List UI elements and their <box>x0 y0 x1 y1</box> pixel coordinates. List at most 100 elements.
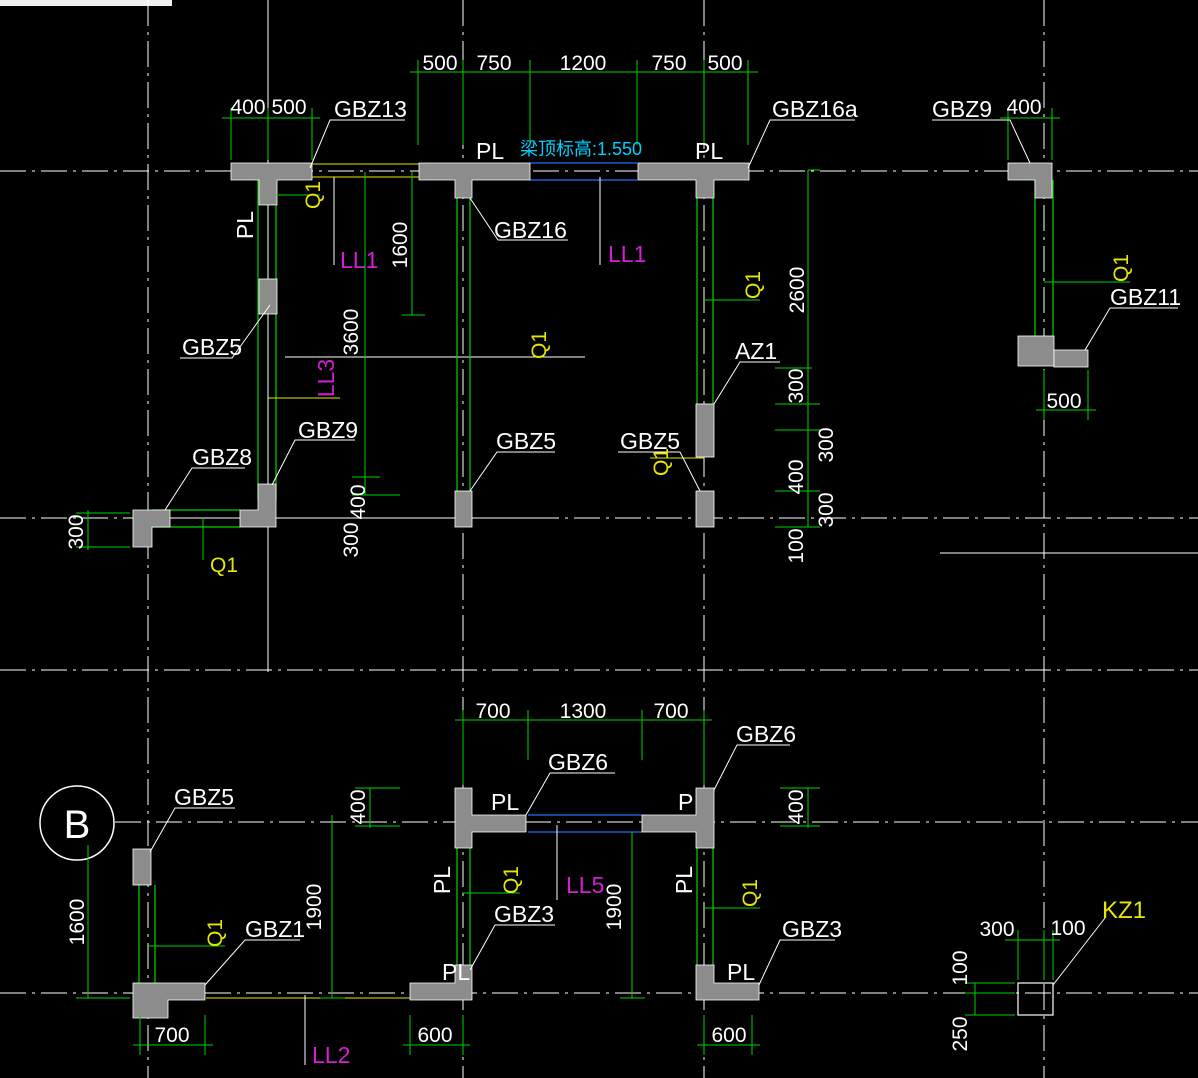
pl-label-3: PL <box>232 211 258 239</box>
tag-gbz1: GBZ1 <box>245 916 305 942</box>
column-gbz11-ext <box>1053 349 1089 368</box>
window-top-strip <box>0 0 172 6</box>
pl-label-4: PL <box>491 789 519 815</box>
column-gbz11 <box>1017 335 1055 367</box>
dim-mid-2: 1300 <box>560 700 607 723</box>
wall-columns <box>132 162 1089 1019</box>
beam-ll3: LL3 <box>313 359 339 397</box>
dim-top-left-2: 500 <box>271 96 306 119</box>
wall-q1-e: Q1 <box>650 448 673 476</box>
column-gbz8 <box>132 509 171 548</box>
dim-top-2: 750 <box>476 52 511 75</box>
column-gbz16 <box>418 162 531 199</box>
column-gbz13 <box>230 162 313 206</box>
pl-label-2: PL <box>695 138 723 164</box>
wall-tags: Q1 Q1 Q1 Q1 Q1 Q1 Q1 Q1 Q1 <box>204 181 1133 947</box>
wall-q1-f: Q1 <box>210 554 238 577</box>
dim-kz-300: 300 <box>979 918 1014 941</box>
column-gbz5-right <box>695 490 715 528</box>
pl-label-8: PL <box>671 866 697 894</box>
beam-top-elevation-note: 梁顶标高:1.550 <box>520 139 642 159</box>
dim-mid-1: 700 <box>475 700 510 723</box>
pl-labels: PL PL PL PL P PL PL PL PL PL <box>232 138 755 985</box>
dim-v-300-l: 300 <box>340 522 363 557</box>
dim-bottom-700: 700 <box>154 1024 189 1047</box>
tag-gbz6-a: GBZ6 <box>548 749 608 775</box>
tag-gbz5-right: GBZ5 <box>620 428 680 454</box>
tag-gbz8: GBZ8 <box>192 444 252 470</box>
tag-kz1: KZ1 <box>1102 897 1146 924</box>
dim-v-300-rc: 300 <box>815 492 838 527</box>
dim-v-300-far: 300 <box>65 514 88 549</box>
wall-q1-h: Q1 <box>739 879 762 907</box>
beam-tags: LL1 LL1 LL3 LL5 LL2 <box>312 241 646 1068</box>
tag-gbz3-b: GBZ3 <box>782 916 842 942</box>
tag-gbz6-b: GBZ6 <box>736 721 796 747</box>
dim-top-left-1: 400 <box>230 96 265 119</box>
column-gbz9-top <box>1007 162 1053 199</box>
dim-top-4: 750 <box>651 52 686 75</box>
column-az1 <box>695 403 715 458</box>
dim-right-400: 400 <box>1006 96 1041 119</box>
dim-v-1900-b: 1900 <box>603 884 626 931</box>
column-gbz3-a <box>409 964 473 1001</box>
tag-leaders <box>149 119 1178 1065</box>
beam-ll1-b: LL1 <box>608 241 646 267</box>
axis-bubble-label: B <box>64 803 91 847</box>
tag-gbz16: GBZ16 <box>494 217 567 243</box>
dim-v-1600: 1600 <box>389 222 412 269</box>
yellow-leaders <box>268 397 704 459</box>
column-gbz9 <box>239 483 277 528</box>
tag-gbz11: GBZ11 <box>1110 284 1181 310</box>
tag-az1: AZ1 <box>735 338 777 364</box>
column-gbz5-mid <box>454 490 473 528</box>
beam-ll2: LL2 <box>312 1042 350 1068</box>
tag-gbz9: GBZ9 <box>298 417 358 443</box>
dim-right-500: 500 <box>1046 390 1081 413</box>
wall-tag-leaders <box>148 194 1130 947</box>
wall-q1-c: Q1 <box>1110 254 1133 282</box>
dim-v-300-r: 300 <box>785 368 808 403</box>
dim-v-2600: 2600 <box>786 267 809 314</box>
pl-label-7: PL <box>429 866 455 894</box>
dim-v-300-rb: 300 <box>815 427 838 462</box>
wall-q1-g: Q1 <box>500 866 523 894</box>
dim-v-400-r: 400 <box>785 459 808 494</box>
dim-v-1600-b: 1600 <box>66 899 89 946</box>
column-gbz5-left <box>258 278 278 315</box>
column-tags: GBZ13 GBZ16a GBZ9 GBZ16 GBZ11 GBZ5 AZ1 G… <box>174 96 1181 942</box>
pl-label-6: P <box>678 789 693 815</box>
dim-v-400-l: 400 <box>347 484 370 519</box>
tag-gbz5-left: GBZ5 <box>182 334 242 360</box>
coupling-beams <box>528 162 642 833</box>
tag-gbz9-topright: GBZ9 <box>932 96 992 122</box>
dim-bottom-600-b: 600 <box>711 1024 746 1047</box>
dim-v-400-a: 400 <box>347 789 370 824</box>
column-gbz3-b <box>695 964 760 1001</box>
beam-ll1-a: LL1 <box>340 247 378 273</box>
dim-v-3600: 3600 <box>340 309 363 356</box>
column-gbz16a <box>637 162 750 199</box>
dim-top-5: 500 <box>707 52 742 75</box>
column-gbz1 <box>132 982 206 1019</box>
dim-mid-3: 700 <box>653 700 688 723</box>
tag-gbz5-mid: GBZ5 <box>496 428 556 454</box>
tag-gbz3-a: GBZ3 <box>494 901 554 927</box>
dim-kz-100: 100 <box>1050 917 1085 940</box>
dim-bottom-600-a: 600 <box>417 1024 452 1047</box>
slab-edge-lines <box>206 163 420 999</box>
wall-q1-i: Q1 <box>204 919 227 947</box>
dimension-texts: 500 750 1200 750 500 400 500 400 500 700… <box>154 52 1085 1047</box>
column-gbz5-bottom <box>132 848 152 886</box>
dim-top-1: 500 <box>422 52 457 75</box>
dim-v-400-b: 400 <box>785 789 808 824</box>
pl-label-1: PL <box>476 138 504 164</box>
pl-label-9: PL <box>442 959 470 985</box>
dim-kz-v100: 100 <box>949 950 972 985</box>
tag-gbz5-bottom: GBZ5 <box>174 784 234 810</box>
wall-q1-d: Q1 <box>528 331 551 359</box>
tag-gbz13: GBZ13 <box>334 96 407 122</box>
dim-top-3: 1200 <box>560 52 607 75</box>
